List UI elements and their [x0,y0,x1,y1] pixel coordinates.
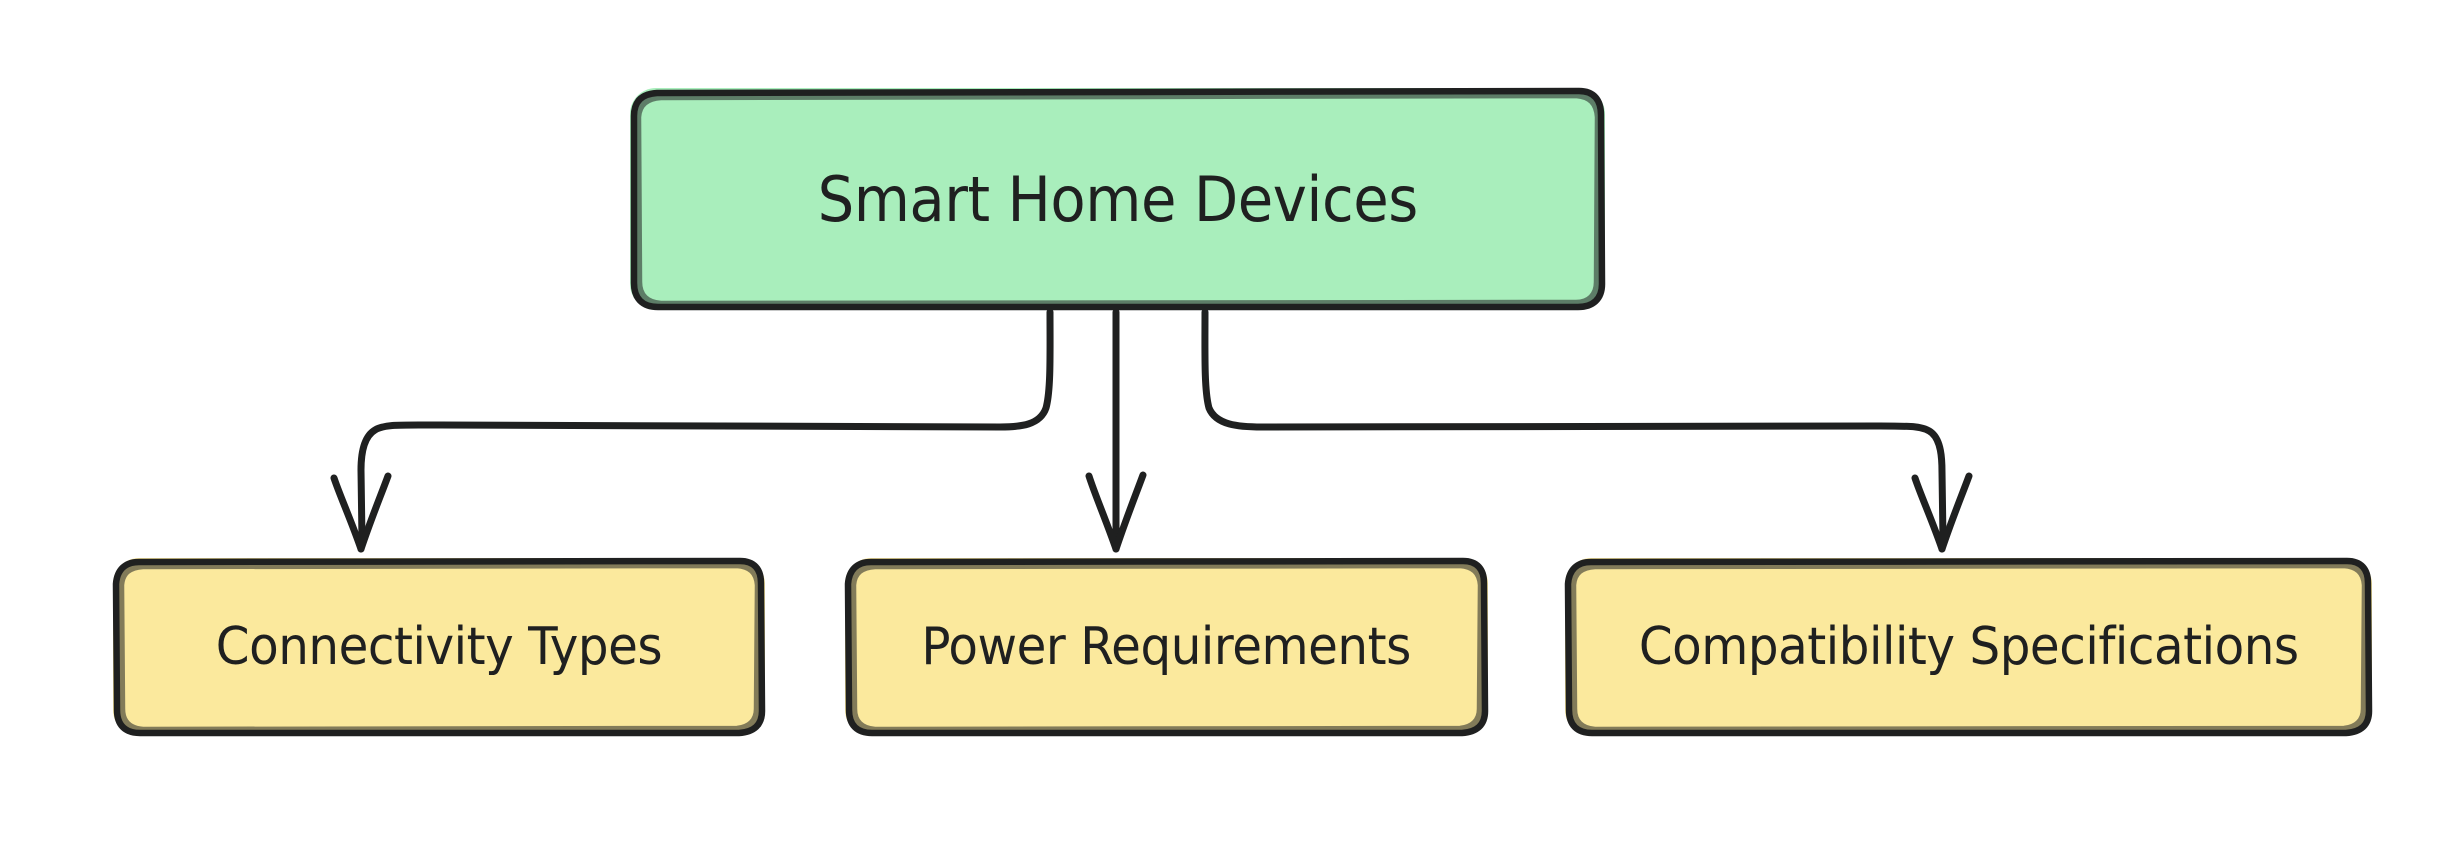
node-label-compatibility: Compatibility Specifications [1638,617,2299,677]
edge-root-to-power [1085,308,1147,553]
node-power-requirements[interactable]: Power Requirements [844,557,1489,737]
edge-root-to-connectivity [330,308,1054,553]
node-connectivity-types[interactable]: Connectivity Types [112,557,766,737]
node-label-connectivity: Connectivity Types [215,617,663,677]
edge-root-to-compatibility [1201,308,1973,553]
node-smart-home-devices[interactable]: Smart Home Devices [630,87,1606,311]
node-label-root: Smart Home Devices [817,162,1418,236]
node-compatibility-specifications[interactable]: Compatibility Specifications [1564,557,2373,737]
node-label-power: Power Requirements [921,617,1412,677]
